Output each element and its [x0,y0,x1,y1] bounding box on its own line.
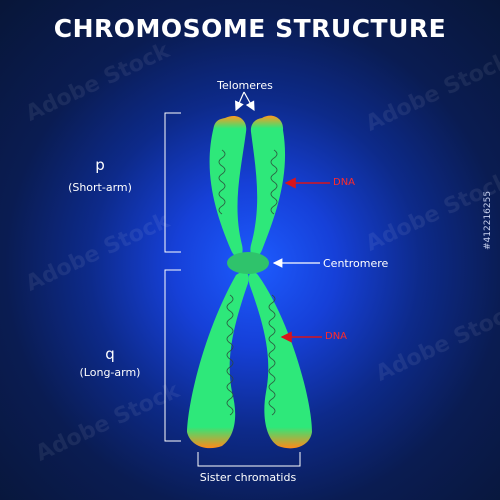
p-arm-description: (Short-arm) [68,181,132,194]
sister-chromatids-bracket [197,452,301,467]
centromere [227,252,269,274]
page-title: CHROMOSOME STRUCTURE [53,14,447,43]
p-arm-label: p [95,156,105,174]
lower-right-arm [248,272,312,449]
q-arm-bracket [164,269,181,442]
lower-left-arm [187,272,249,449]
telomeres-label: Telomeres [217,79,273,92]
sister-chromatids-label: Sister chromatids [199,471,297,484]
upper-right-arm [250,115,286,258]
telomere-arrow-right [243,91,255,112]
dna-label-upper: DNA [333,177,356,188]
centromere-label: Centromere [323,257,389,270]
q-arm-description: (Long-arm) [79,366,141,379]
upper-left-arm [209,115,247,258]
q-arm-label: q [105,345,115,363]
dna-coil [218,149,278,416]
p-arm-bracket [164,112,181,253]
dna-label-lower: DNA [325,331,348,342]
stock-id: #412216255 [483,190,493,250]
telomere-arrow-left [235,91,245,112]
